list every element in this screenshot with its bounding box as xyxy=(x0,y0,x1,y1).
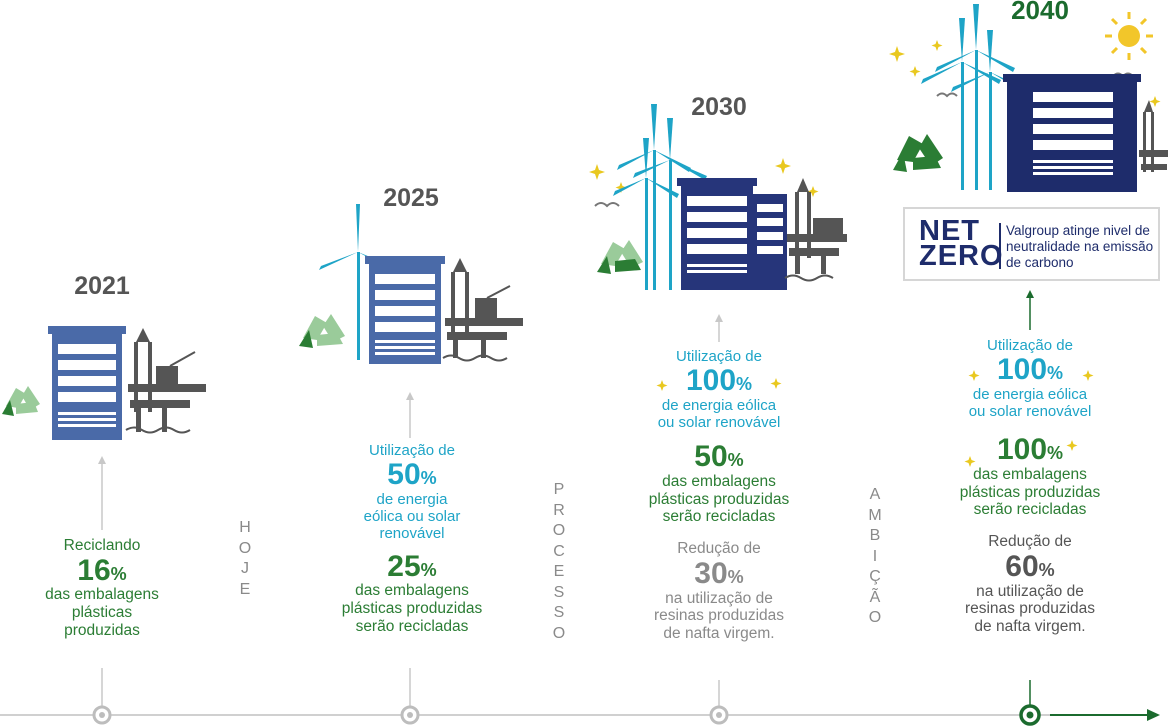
text-line: de nafta virgem. xyxy=(663,625,775,643)
year-2030: 2030 xyxy=(691,93,747,121)
text-line: produzidas xyxy=(64,621,140,639)
stat-16-percent: 16% xyxy=(77,553,127,587)
text-line: das embalagens xyxy=(973,465,1087,483)
text-line: plásticas xyxy=(71,604,133,622)
text-line: ou solar renovável xyxy=(657,414,781,431)
building-icon xyxy=(1003,74,1141,192)
year-2025: 2025 xyxy=(383,184,439,212)
text-utilizacao: Utilização de xyxy=(369,442,455,459)
oil-rig-icon xyxy=(784,178,847,282)
stat-25-percent: 25% xyxy=(387,549,437,583)
oil-rig-icon xyxy=(442,258,523,362)
sparkle-icon xyxy=(889,40,1161,107)
stats-2040: Utilização de 100% de energia eólica ou … xyxy=(930,337,1130,636)
illustration-2025 xyxy=(299,204,523,364)
divider xyxy=(999,223,1001,269)
text-reducao: Redução de xyxy=(677,540,761,558)
sparkle-icon xyxy=(964,370,1094,467)
text-line: das embalagens xyxy=(45,586,159,604)
building-icon xyxy=(677,178,787,290)
text-line: de energia xyxy=(376,490,448,508)
timeline-node-2025 xyxy=(400,705,420,725)
oil-rig-icon xyxy=(125,328,206,434)
net-zero-logo: NET ZERO xyxy=(919,215,1004,272)
text-line: plásticas produzidas xyxy=(959,483,1101,501)
recycle-icon xyxy=(597,240,643,274)
text-line: resinas produzidas xyxy=(653,607,785,625)
text-line: de energia eólica xyxy=(661,396,777,414)
text-line: serão recicladas xyxy=(973,501,1087,519)
text-line: ou solar renovável xyxy=(968,403,1092,420)
text-line: renovável xyxy=(379,525,445,543)
text-reciclando: Reciclando xyxy=(63,537,141,554)
stat-100-percent-recycle: 100% xyxy=(996,433,1064,467)
text-utilizacao: Utilização de xyxy=(676,348,762,365)
text-reducao: Redução de xyxy=(988,533,1072,551)
stats-2025: Utilização de 50% de energia eólica ou s… xyxy=(312,442,512,635)
stats-2030: Utilização de 100% de energia eólica ou … xyxy=(619,348,819,643)
stat-50-percent: 50% xyxy=(387,458,437,492)
stats-2021: Reciclando 16% das embalagens plásticas … xyxy=(2,537,202,640)
text-line: plásticas produzidas xyxy=(648,490,790,508)
year-2040: 2040 xyxy=(1011,0,1069,25)
recycle-icon xyxy=(2,386,40,416)
text-line: plásticas produzidas xyxy=(341,599,483,617)
stat-100-percent-energy: 100% xyxy=(996,353,1064,387)
oil-rig-icon xyxy=(1139,100,1168,172)
text-line: de nafta virgem. xyxy=(974,618,1086,636)
illustration-2040 xyxy=(889,4,1168,192)
timeline-node-2030 xyxy=(709,705,729,725)
bird-icon xyxy=(936,92,958,98)
bird-icon xyxy=(594,202,620,208)
sun-icon xyxy=(1105,12,1153,60)
text-line: resinas produzidas xyxy=(964,600,1096,618)
illustration-2021 xyxy=(2,326,206,440)
sparkle-icon xyxy=(656,378,782,391)
text-line: na utilização de xyxy=(976,582,1084,600)
text-line: serão recicladas xyxy=(662,508,776,526)
text-line: serão recicladas xyxy=(355,617,469,635)
timeline-node-2021 xyxy=(92,705,112,725)
building-icon xyxy=(365,256,445,364)
text-line: na utilização de xyxy=(665,589,773,607)
stat-100-percent-energy: 100% xyxy=(685,364,753,398)
building-icon xyxy=(48,326,126,440)
illustration-2030 xyxy=(589,104,847,290)
net-zero-text: Valgroup atinge nivel de neutralidade na… xyxy=(1006,223,1154,270)
year-2021: 2021 xyxy=(74,272,130,300)
text-line: das embalagens xyxy=(355,582,469,599)
text-line: eólica ou solar xyxy=(363,508,461,525)
sparkle-icon xyxy=(589,158,819,197)
text-line: das embalagens xyxy=(662,472,776,490)
stat-60-percent: 60% xyxy=(1005,550,1055,583)
timeline-node-2040 xyxy=(1019,704,1041,726)
text-utilizacao: Utilização de xyxy=(987,337,1073,354)
recycle-icon xyxy=(299,314,345,348)
recycle-icon xyxy=(893,134,943,172)
stat-50-percent-recycle: 50% xyxy=(694,440,744,474)
stat-30-percent: 30% xyxy=(694,557,744,590)
net-zero-badge: NET ZERO Valgroup atinge nivel de neutra… xyxy=(903,207,1160,281)
wind-turbine-icon xyxy=(613,104,707,290)
text-line: de energia eólica xyxy=(972,385,1088,403)
